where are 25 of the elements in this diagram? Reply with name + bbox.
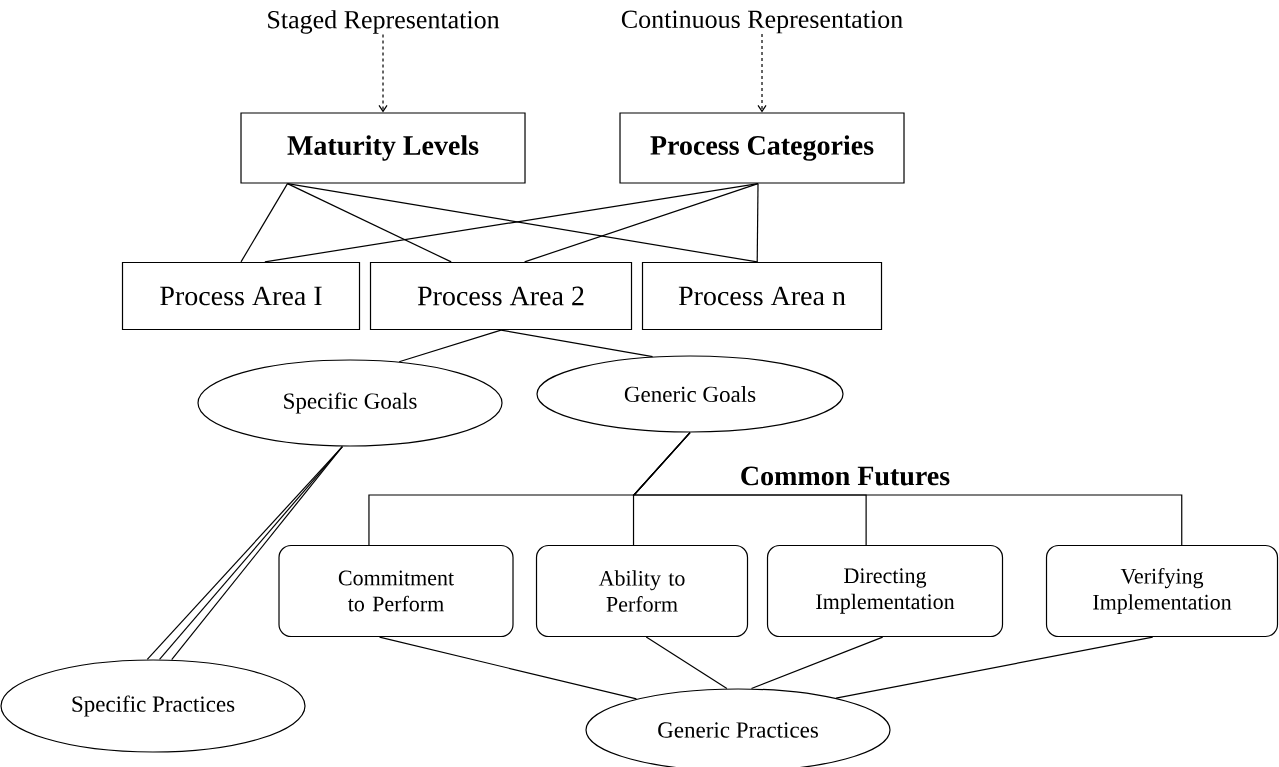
connector-line	[240, 183, 289, 263]
feature-box: Directing Implementation	[766, 544, 1004, 638]
connector-line	[286, 183, 452, 263]
connector-line	[500, 329, 654, 358]
connector-line	[398, 329, 502, 363]
feature-box: Ability to Perform	[535, 544, 749, 638]
process-box: Process Area I	[121, 261, 361, 331]
connector-line	[835, 636, 1154, 699]
process-box: Process Area n	[641, 261, 883, 331]
feature-box: Commitment to Perform	[278, 544, 514, 638]
connector-line	[757, 33, 767, 113]
process-box: Process Categories	[619, 112, 905, 184]
process-box: Maturity Levels	[240, 112, 526, 184]
connector-line	[645, 636, 728, 690]
process-box: Process Area 2	[369, 261, 633, 331]
group-heading: Common Futures	[741, 466, 950, 486]
connector-line	[756, 183, 759, 263]
representation-label: Staged Representation	[268, 10, 500, 34]
connector-line	[632, 432, 1183, 546]
connector-line	[750, 636, 884, 690]
feature-box: Verifying Implementation	[1045, 544, 1279, 638]
connector-line	[378, 33, 388, 113]
connector-line	[378, 636, 638, 700]
connector-line	[524, 183, 759, 263]
representation-label: Continuous Representation	[621, 10, 903, 34]
